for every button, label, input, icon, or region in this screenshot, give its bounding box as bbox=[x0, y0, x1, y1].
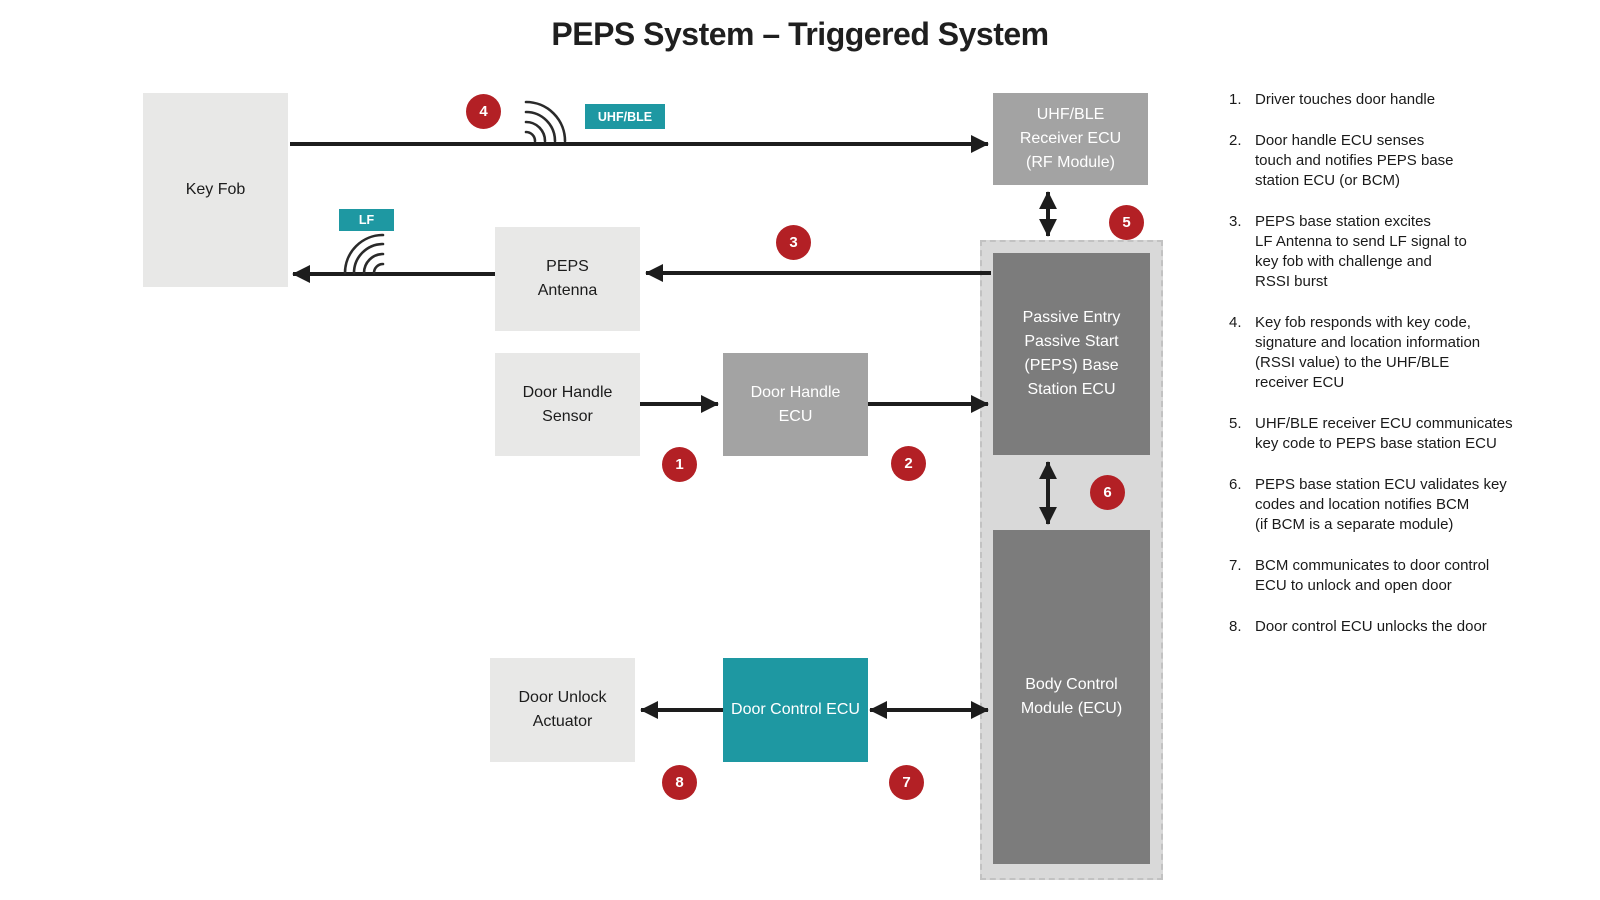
legend-item-2: 2. Door handle ECU senses touch and noti… bbox=[1229, 131, 1549, 191]
uhf-wireless-signal-icon bbox=[524, 100, 567, 143]
legend-number: 4. bbox=[1229, 314, 1242, 331]
legend-item-6: 6. PEPS base station ECU validates key c… bbox=[1229, 475, 1549, 535]
node-uhf-ble-receiver-ecu: UHF/BLE Receiver ECU (RF Module) bbox=[993, 93, 1148, 185]
node-peps-base-station-ecu: Passive Entry Passive Start (PEPS) Base … bbox=[993, 253, 1150, 455]
legend-item-4: 4. Key fob responds with key code, signa… bbox=[1229, 313, 1549, 393]
legend-text: UHF/BLE receiver ECU communicates key co… bbox=[1255, 415, 1513, 452]
node-body-control-module: Body Control Module (ECU) bbox=[993, 530, 1150, 864]
step-marker-4: 4 bbox=[466, 94, 501, 129]
legend-text: BCM communicates to door control ECU to … bbox=[1255, 557, 1490, 594]
node-door-handle-ecu: Door Handle ECU bbox=[723, 353, 868, 456]
legend-text: Driver touches door handle bbox=[1255, 91, 1436, 108]
lf-wireless-signal-icon bbox=[343, 233, 385, 275]
step-marker-8: 8 bbox=[662, 765, 697, 800]
step-marker-1: 1 bbox=[662, 447, 697, 482]
node-key-fob: Key Fob bbox=[143, 93, 288, 287]
step-marker-5: 5 bbox=[1109, 205, 1144, 240]
step-marker-2: 2 bbox=[891, 446, 926, 481]
legend-number: 2. bbox=[1229, 132, 1242, 149]
legend-text: PEPS base station excites LF Antenna to … bbox=[1255, 213, 1467, 290]
page-title: PEPS System – Triggered System bbox=[551, 16, 1049, 52]
legend-number: 1. bbox=[1229, 91, 1242, 108]
legend-text: Door handle ECU senses touch and notifie… bbox=[1255, 132, 1454, 189]
node-door-control-ecu: Door Control ECU bbox=[723, 658, 868, 762]
legend-text: Door control ECU unlocks the door bbox=[1255, 618, 1487, 635]
node-peps-antenna: PEPS Antenna bbox=[495, 227, 640, 331]
steps-legend: 1. Driver touches door handle 2. Door ha… bbox=[1229, 90, 1549, 658]
legend-item-5: 5. UHF/BLE receiver ECU communicates key… bbox=[1229, 414, 1549, 454]
legend-number: 8. bbox=[1229, 618, 1242, 635]
legend-item-7: 7. BCM communicates to door control ECU … bbox=[1229, 556, 1549, 596]
legend-number: 7. bbox=[1229, 557, 1242, 574]
legend-number: 5. bbox=[1229, 415, 1242, 432]
lf-signal-label: LF bbox=[339, 209, 394, 231]
uhf-ble-signal-label: UHF/BLE bbox=[585, 104, 665, 129]
legend-text: Key fob responds with key code, signatur… bbox=[1255, 314, 1481, 391]
node-door-handle-sensor: Door Handle Sensor bbox=[495, 353, 640, 456]
legend-number: 6. bbox=[1229, 476, 1242, 493]
legend-item-8: 8. Door control ECU unlocks the door bbox=[1229, 617, 1549, 637]
step-marker-7: 7 bbox=[889, 765, 924, 800]
step-marker-3: 3 bbox=[776, 225, 811, 260]
legend-item-3: 3. PEPS base station excites LF Antenna … bbox=[1229, 212, 1549, 292]
legend-item-1: 1. Driver touches door handle bbox=[1229, 90, 1549, 110]
step-marker-6: 6 bbox=[1090, 475, 1125, 510]
legend-text: PEPS base station ECU validates key code… bbox=[1255, 476, 1507, 533]
node-door-unlock-actuator: Door Unlock Actuator bbox=[490, 658, 635, 762]
legend-number: 3. bbox=[1229, 213, 1242, 230]
